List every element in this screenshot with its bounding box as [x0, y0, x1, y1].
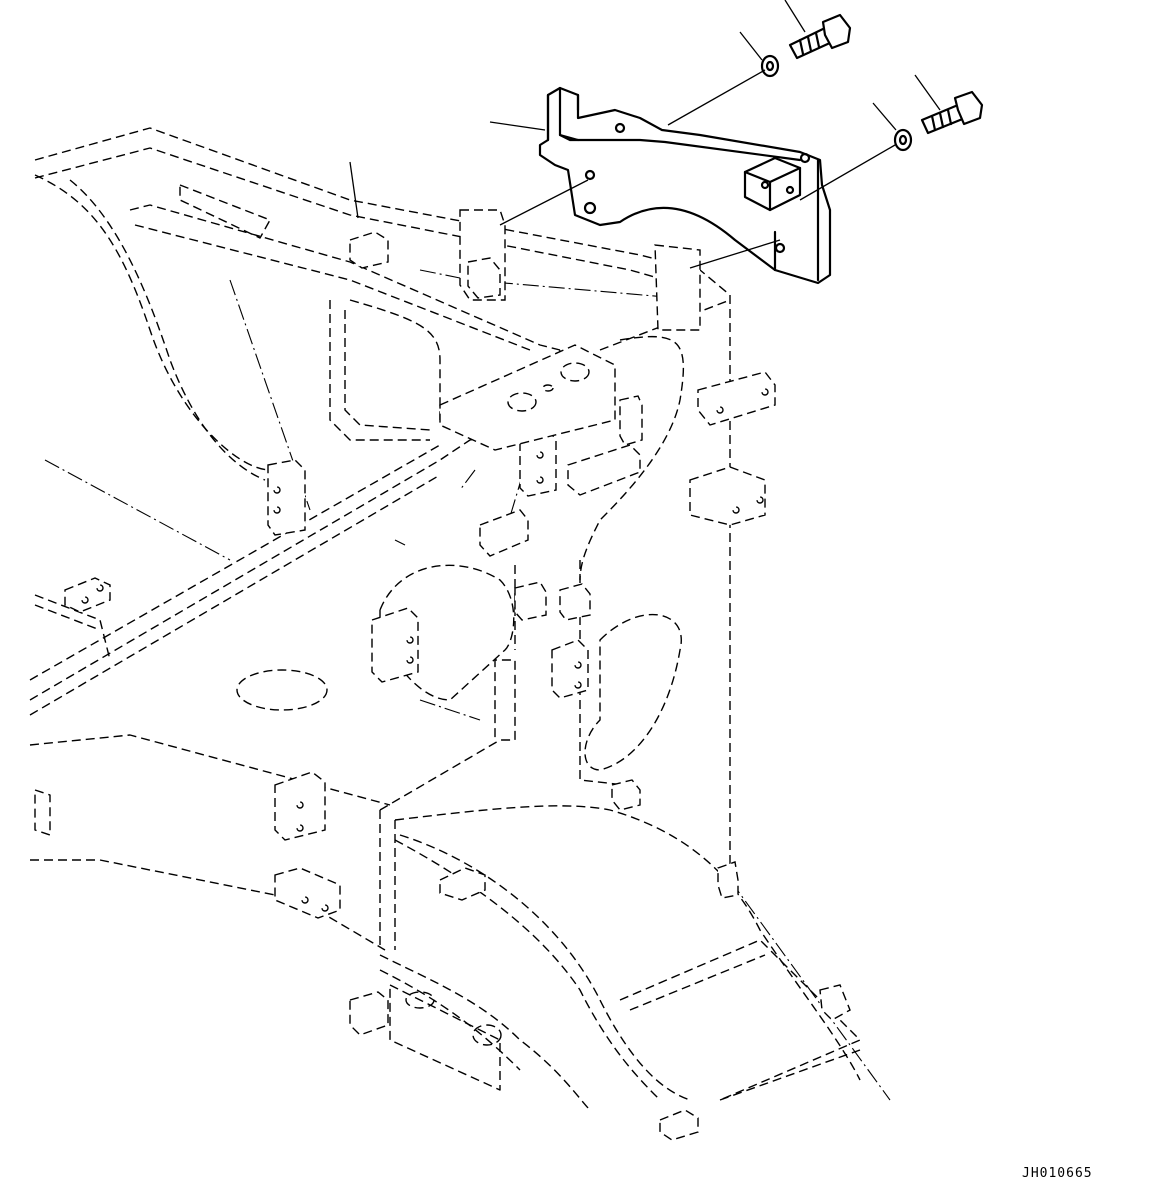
leader-lines: [349, 0, 941, 219]
upper-bolt: [788, 13, 852, 60]
lower-bolt: [920, 90, 984, 135]
mounting-bracket: [538, 86, 832, 285]
block-holes: [81, 388, 769, 912]
assembly-lines: [499, 69, 896, 269]
lower-washer: [893, 128, 913, 152]
drawing-code: JH010665: [1022, 1166, 1093, 1181]
upper-washer: [760, 54, 780, 78]
machine-frame: [29, 127, 861, 1111]
mounting-blocks: [64, 209, 851, 1141]
